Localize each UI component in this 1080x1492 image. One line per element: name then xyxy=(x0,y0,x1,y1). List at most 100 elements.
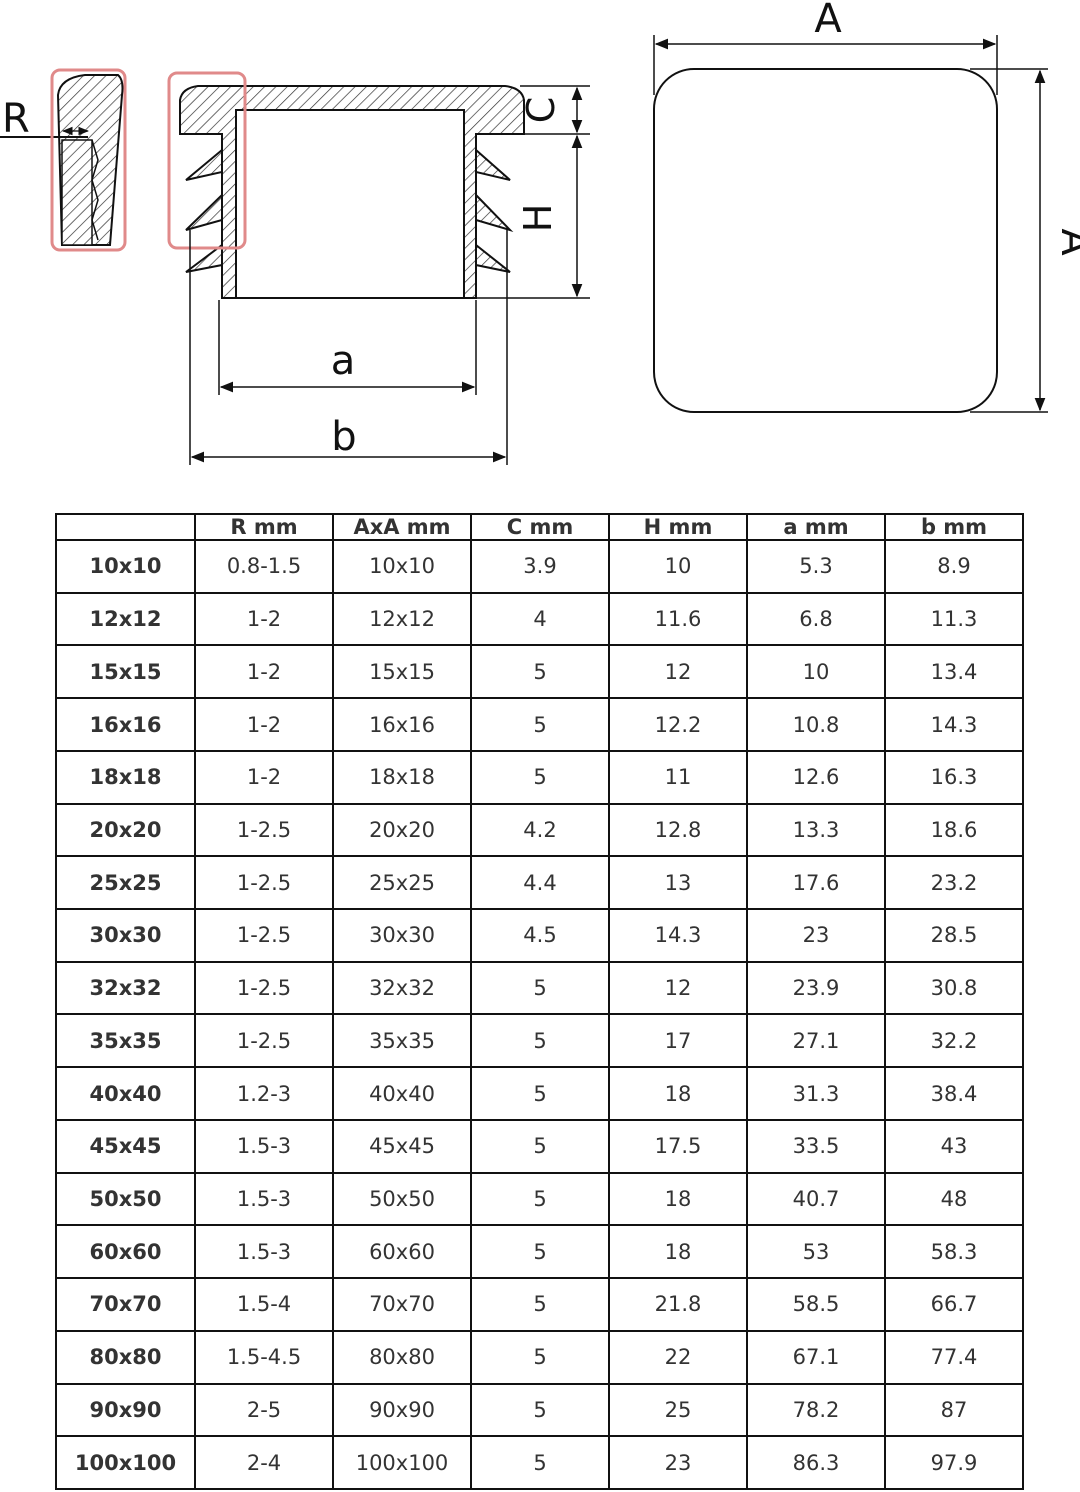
table-cell: 23.2 xyxy=(884,855,1024,911)
table-cell: 1-2 xyxy=(194,749,334,805)
table-cell: 21.8 xyxy=(608,1277,748,1332)
table-cell: 18 xyxy=(608,1066,748,1121)
table-cell: 53 xyxy=(746,1224,886,1280)
table-cell: 13.4 xyxy=(884,644,1024,700)
table-cell: 38.4 xyxy=(884,1066,1024,1121)
row-header-cell: 100x100 xyxy=(55,1435,196,1490)
table-cell: 6.8 xyxy=(746,591,886,647)
table-cell: 48 xyxy=(884,1171,1024,1227)
label-h: H xyxy=(516,204,560,233)
row-header-cell: 40x40 xyxy=(55,1066,196,1121)
table-cell: 31.3 xyxy=(746,1066,886,1121)
table-cell: 5 xyxy=(470,1382,610,1438)
table-cell: 11.3 xyxy=(884,591,1024,647)
table-cell: 5 xyxy=(470,960,610,1016)
table-cell: 14.3 xyxy=(608,908,748,963)
table-cell: 4 xyxy=(470,591,610,647)
table-cell: 1.5-4 xyxy=(194,1277,334,1332)
table-cell: 30.8 xyxy=(884,960,1024,1016)
row-header-cell: 90x90 xyxy=(55,1382,196,1438)
table-cell: 5 xyxy=(470,1066,610,1121)
table-cell: 5 xyxy=(470,1329,610,1385)
table-cell: 16x16 xyxy=(332,697,472,752)
table-cell: 40x40 xyxy=(332,1066,472,1121)
table-cell: 10x10 xyxy=(332,539,472,594)
table-cell: 67.1 xyxy=(746,1329,886,1385)
table-cell: 17.5 xyxy=(608,1118,748,1174)
table-cell: 25x25 xyxy=(332,855,472,911)
row-header-cell: 12x12 xyxy=(55,591,196,647)
table-cell: 5 xyxy=(470,1224,610,1280)
table-cell: 12.6 xyxy=(746,749,886,805)
table-cell: 27.1 xyxy=(746,1013,886,1069)
table-cell: 5 xyxy=(470,697,610,752)
table-cell: 5 xyxy=(470,1435,610,1490)
column-header: AxA mm xyxy=(332,513,472,541)
table-cell: 12x12 xyxy=(332,591,472,647)
table-cell: 32x32 xyxy=(332,960,472,1016)
column-header: R mm xyxy=(194,513,334,541)
table-cell: 4.5 xyxy=(470,908,610,963)
table-cell: 90x90 xyxy=(332,1382,472,1438)
detail-section-view: R xyxy=(0,68,127,252)
table-cell: 66.7 xyxy=(884,1277,1024,1332)
table-cell: 0.8-1.5 xyxy=(194,539,334,594)
table-cell: 15x15 xyxy=(332,644,472,700)
table-cell: 10 xyxy=(746,644,886,700)
table-cell: 1.5-3 xyxy=(194,1171,334,1227)
table-cell: 5 xyxy=(470,1171,610,1227)
table-cell: 3.9 xyxy=(470,539,610,594)
row-header-cell: 35x35 xyxy=(55,1013,196,1069)
table-cell: 18 xyxy=(608,1224,748,1280)
table-cell: 40.7 xyxy=(746,1171,886,1227)
section-highlight-box xyxy=(167,71,247,250)
table-cell: 20x20 xyxy=(332,802,472,858)
table-cell: 17.6 xyxy=(746,855,886,911)
table-cell: 30x30 xyxy=(332,908,472,963)
table-cell: 43 xyxy=(884,1118,1024,1174)
table-cell: 28.5 xyxy=(884,908,1024,963)
table-cell: 33.5 xyxy=(746,1118,886,1174)
table-cell: 1.5-4.5 xyxy=(194,1329,334,1385)
table-cell: 16.3 xyxy=(884,749,1024,805)
table-cell: 87 xyxy=(884,1382,1024,1438)
row-header-cell: 15x15 xyxy=(55,644,196,700)
table-cell: 25 xyxy=(608,1382,748,1438)
column-header: H mm xyxy=(608,513,748,541)
row-header-cell: 50x50 xyxy=(55,1171,196,1227)
table-cell: 60x60 xyxy=(332,1224,472,1280)
table-cell: 80x80 xyxy=(332,1329,472,1385)
table-cell: 1-2.5 xyxy=(194,908,334,963)
label-c: C xyxy=(519,97,563,124)
table-cell: 50x50 xyxy=(332,1171,472,1227)
table-cell: 10.8 xyxy=(746,697,886,752)
row-header-cell: 18x18 xyxy=(55,749,196,805)
table-cell: 10 xyxy=(608,539,748,594)
detail-highlight-box xyxy=(50,68,127,252)
table-cell: 18x18 xyxy=(332,749,472,805)
table-cell: 100x100 xyxy=(332,1435,472,1490)
table-cell: 2-4 xyxy=(194,1435,334,1490)
table-cell: 1-2 xyxy=(194,591,334,647)
label-a-side: A xyxy=(1052,228,1080,256)
column-header: b mm xyxy=(884,513,1024,541)
table-cell: 14.3 xyxy=(884,697,1024,752)
table-cell: 18.6 xyxy=(884,802,1024,858)
table-cell: 5 xyxy=(470,749,610,805)
table-cell: 18 xyxy=(608,1171,748,1227)
table-cell: 78.2 xyxy=(746,1382,886,1438)
table-cell: 58.5 xyxy=(746,1277,886,1332)
table-cell: 1-2.5 xyxy=(194,960,334,1016)
table-cell: 23.9 xyxy=(746,960,886,1016)
